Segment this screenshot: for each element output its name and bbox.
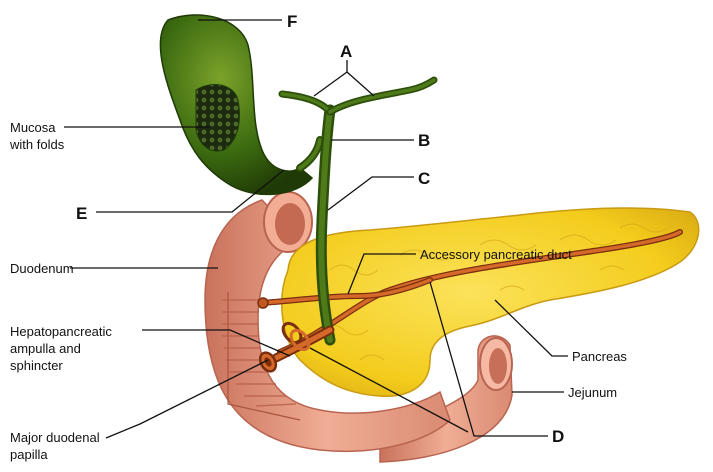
label-letter-d: D bbox=[552, 427, 564, 446]
label-hepato-line2: ampulla and bbox=[10, 341, 81, 356]
label-hepato-line3: sphincter bbox=[10, 358, 63, 373]
label-pancreas: Pancreas bbox=[572, 349, 627, 364]
label-letter-e: E bbox=[76, 204, 87, 223]
label-hepato-line1: Hepatopancreatic bbox=[10, 324, 112, 339]
label-letter-c: C bbox=[418, 169, 430, 188]
label-papilla-line1: Major duodenal bbox=[10, 430, 100, 445]
label-accessory-duct: Accessory pancreatic duct bbox=[420, 247, 572, 262]
label-jejunum: Jejunum bbox=[568, 385, 617, 400]
label-mucosa-line1: Mucosa bbox=[10, 120, 56, 135]
label-letter-b: B bbox=[418, 131, 430, 150]
label-letter-a: A bbox=[340, 42, 352, 61]
label-duodenum: Duodenum bbox=[10, 261, 74, 276]
label-papilla-line2: papilla bbox=[10, 447, 48, 462]
label-mucosa-line2: with folds bbox=[9, 137, 65, 152]
label-letter-f: F bbox=[287, 12, 297, 31]
